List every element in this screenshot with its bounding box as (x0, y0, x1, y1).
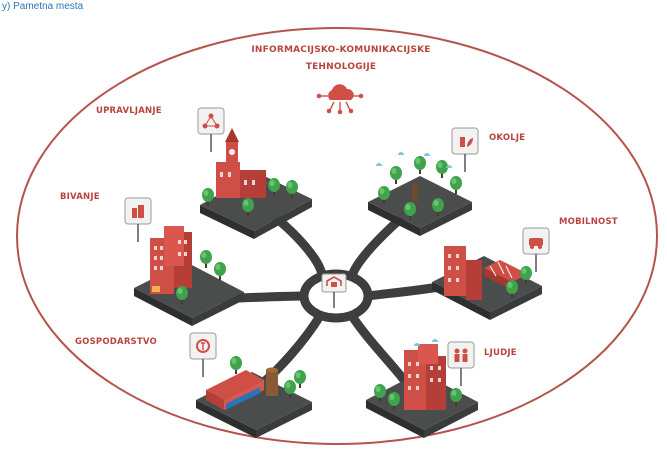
label-mobilnost: MOBILNOST (559, 217, 618, 227)
tile-okolje (368, 127, 479, 236)
title-line-2: TEHNOLOGIJE (306, 62, 377, 72)
city-hub-icon (321, 273, 347, 308)
tile-ljudje (366, 339, 478, 438)
label-upravljanje: UPRAVLJANJE (96, 106, 162, 116)
label-gospodarstvo: GOSPODARSTVO (75, 337, 157, 347)
mobility-icon (522, 227, 550, 273)
tile-bivanje (124, 197, 244, 326)
governance-icon (197, 107, 225, 153)
cloud-network-icon (316, 84, 364, 115)
outer-ellipse (16, 27, 658, 445)
label-okolje: OKOLJE (489, 133, 525, 143)
environment-icon (451, 127, 479, 173)
tile-upravljanje (197, 107, 312, 239)
label-ljudje: LJUDJE (484, 348, 517, 358)
figure-caption: y) Pametna mesta (2, 1, 84, 12)
label-bivanje: BIVANJE (60, 192, 100, 202)
people-icon (447, 341, 475, 387)
housing-icon (124, 197, 152, 243)
tile-gospodarstvo (189, 332, 312, 438)
economy-icon (189, 332, 217, 378)
tile-mobilnost (432, 227, 550, 320)
title-line-1: INFORMACIJSKO-KOMUNIKACIJSKE (251, 45, 430, 55)
